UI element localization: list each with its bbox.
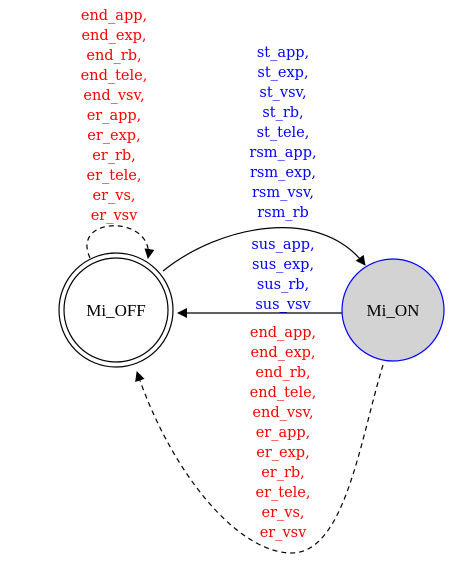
edge-label-line: er_exp,	[87, 128, 140, 144]
edge-label-line: end_tele,	[81, 68, 148, 84]
edge-label-line: er_app,	[256, 425, 311, 441]
on-to-off-suspend-labels: sus_app, sus_exp, sus_rb, sus_vsv	[251, 237, 314, 313]
edge-label-line: end_app,	[250, 325, 316, 341]
edge-label-line: er_tele,	[256, 485, 311, 501]
mi-on-label: Mi_ON	[367, 301, 420, 320]
edge-label-line: rsm_vsv,	[252, 185, 314, 201]
edge-label-line: sus_rb,	[257, 277, 309, 293]
edge-label-line: sus_app,	[251, 237, 314, 253]
edge-label-line: st_tele,	[257, 125, 310, 141]
on-to-off-end-edge	[135, 364, 384, 554]
edge-label-line: st_rb,	[262, 105, 303, 121]
mi-off-label: Mi_OFF	[86, 301, 146, 320]
edge-label-line: er_vsv	[260, 525, 307, 541]
edge-label-line: end_exp,	[81, 28, 146, 44]
edge-label-line: rsm_exp,	[250, 165, 316, 181]
edge-label-line: end_vsv,	[83, 88, 144, 104]
edge-label-line: sus_vsv	[255, 297, 311, 313]
edge-label-line: er_vs,	[261, 505, 304, 521]
edge-label-line: er_vsv	[91, 208, 138, 224]
edge-label-line: end_exp,	[250, 345, 315, 361]
edge-label-line: end_vsv,	[252, 405, 313, 421]
edge-label-line: end_rb,	[255, 365, 310, 381]
edge-label-line: er_vs,	[92, 188, 135, 204]
on-to-off-end-labels: end_app, end_exp, end_rb, end_tele, end_vsv,…	[250, 325, 317, 541]
mi-on-circle	[341, 258, 445, 362]
node-mi-off: Mi_OFF	[58, 252, 174, 368]
edge-label-line: end_tele,	[250, 385, 317, 401]
edge-label-line: st_vsv,	[259, 85, 306, 101]
edge-label-line: er_rb,	[261, 465, 305, 481]
edge-label-line: end_app,	[81, 8, 147, 24]
mi-off-inner-circle	[63, 257, 169, 363]
edge-label-line: end_rb,	[86, 48, 141, 64]
node-mi-on: Mi_ON	[341, 258, 445, 362]
edge-label-line: er_exp,	[256, 445, 309, 461]
edge-label-line: st_exp,	[257, 65, 308, 81]
edge-label-line: st_app,	[257, 45, 309, 61]
edge-label-line: rsm_rb	[257, 205, 309, 221]
off-to-on-edge	[162, 227, 366, 272]
off-to-on-labels: st_app, st_exp, st_vsv, st_rb, st_tele, rsm_a…	[249, 45, 316, 221]
edge-label-line: er_rb,	[92, 148, 136, 164]
edge-label-line: er_tele,	[87, 168, 142, 184]
edge-label-line: rsm_app,	[249, 145, 316, 161]
edge-label-line: er_app,	[87, 108, 142, 124]
edge-label-line: sus_exp,	[252, 257, 314, 273]
off-self-loop-edge	[86, 225, 155, 259]
off-self-loop-labels: end_app, end_exp, end_rb, end_tele, end_vsv,…	[81, 8, 148, 224]
